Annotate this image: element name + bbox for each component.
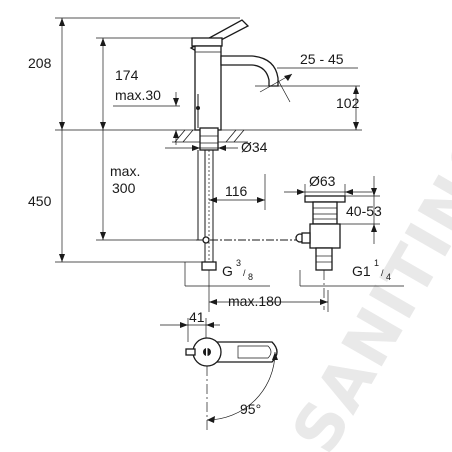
dim-102-label: 102 <box>336 95 360 111</box>
g114-main: G1 <box>352 263 371 279</box>
dimension-208: 208 <box>28 17 240 130</box>
dimension-max300: max. 300 <box>96 130 200 241</box>
rotation-arc <box>206 351 276 421</box>
dim-116-label: 116 <box>225 183 248 199</box>
dimension-450: 450 <box>28 130 215 263</box>
hose-connector <box>201 261 217 271</box>
dimension-174: 174 <box>96 37 195 130</box>
dimension-25-45: 25 - 45 <box>259 51 358 103</box>
thread-g38: G 3 / 8 <box>184 258 270 287</box>
faucet-column <box>194 45 222 131</box>
plan-lever <box>185 348 196 356</box>
dim-max30-label: max.30 <box>115 87 161 103</box>
watermark-text: SANITINO <box>279 113 452 452</box>
g114-sup: 1 <box>374 258 379 268</box>
dimension-max30: max.30 <box>113 87 180 145</box>
dimension-d63: Ø63 <box>284 173 372 196</box>
faucet-body <box>189 19 279 131</box>
dim-max180-label: max.180 <box>228 293 282 309</box>
plan-view: 41 95° <box>160 309 278 430</box>
dim-d63-label: Ø63 <box>309 173 336 189</box>
dim-450-label: 450 <box>28 193 52 209</box>
dim-max-label: max. <box>110 163 140 179</box>
g38-sup: 3 <box>236 258 241 268</box>
dimension-max180: max.180 <box>208 270 329 312</box>
drain-body <box>312 201 338 225</box>
plan-spout <box>206 341 278 363</box>
g38-slash: / <box>243 268 246 278</box>
dimension-d34: Ø34 <box>165 139 268 155</box>
drain-assembly <box>295 195 346 310</box>
dim-174-label: 174 <box>115 67 139 83</box>
faucet-spout <box>220 55 279 87</box>
svg-text:/: / <box>381 268 384 278</box>
dimension-116: 116 <box>209 174 266 210</box>
lever-cap <box>191 37 223 47</box>
dim-40-53-label: 40-53 <box>346 203 382 219</box>
mounting-section <box>172 127 296 271</box>
drain-tailpipe <box>315 247 333 271</box>
drain-lower <box>309 223 341 249</box>
g114-sub: 4 <box>386 272 391 282</box>
dimension-102: 102 <box>255 85 362 131</box>
mounting-nut <box>199 127 219 151</box>
dim-300-label: 300 <box>112 180 136 196</box>
g38-main: G <box>222 263 233 279</box>
dim-25-45-label: 25 - 45 <box>300 51 344 67</box>
watermark: SANITINO <box>279 113 452 452</box>
dim-208-label: 208 <box>28 55 52 71</box>
dim-41-label: 41 <box>189 309 205 325</box>
thread-g114: G1 1 / 4 <box>299 258 404 287</box>
dimension-40-53: 40-53 <box>340 176 382 244</box>
drain-flange <box>304 195 346 203</box>
g38-sub: 8 <box>248 272 253 282</box>
dim-95-label: 95° <box>240 401 261 417</box>
dim-d34-label: Ø34 <box>241 139 268 155</box>
